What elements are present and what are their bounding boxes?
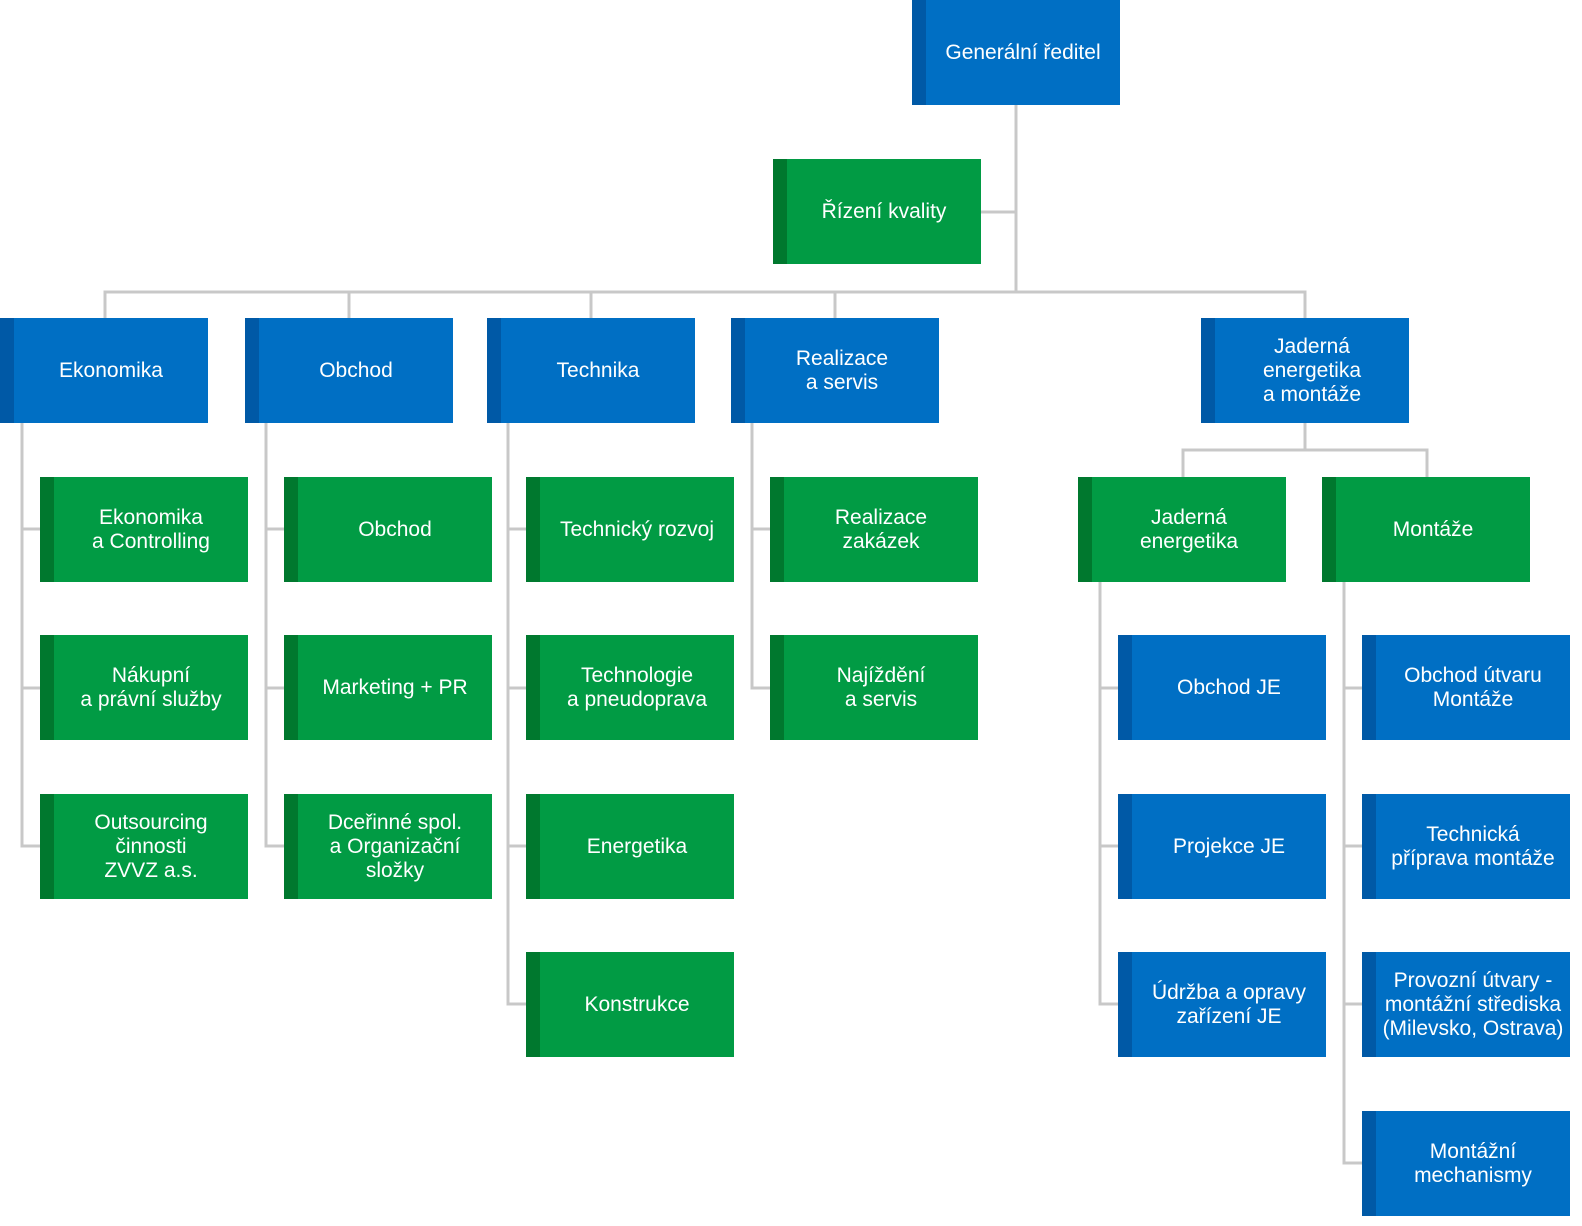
node-label: Energetika xyxy=(586,834,688,858)
node-label: Technika xyxy=(556,358,640,382)
node-quality[interactable]: Řízení kvality xyxy=(773,159,981,264)
node-division-technika[interactable]: Technika xyxy=(487,318,695,423)
node-subdivision-je[interactable]: Jaderná energetika xyxy=(1078,477,1286,582)
node-label: Technologie a pneudoprava xyxy=(566,663,708,711)
node-label: Řízení kvality xyxy=(821,199,947,223)
node-unit[interactable]: Provozní útvary - montážní střediska (Mi… xyxy=(1362,952,1570,1057)
node-unit[interactable]: Realizace zakázek xyxy=(770,477,978,582)
node-label: Ekonomika xyxy=(59,358,163,382)
node-label: Obchod JE xyxy=(1177,675,1281,699)
node-subdivision-montaze[interactable]: Montáže xyxy=(1322,477,1530,582)
node-label: Provozní útvary - montážní střediska (Mi… xyxy=(1382,968,1564,1040)
node-label: Najíždění a servis xyxy=(836,663,926,711)
node-label: Ekonomika a Controlling xyxy=(92,505,210,553)
node-unit[interactable]: Dceřinné spol. a Organizační složky xyxy=(284,794,492,899)
node-ceo[interactable]: Generální ředitel xyxy=(912,0,1120,105)
node-label: Jaderná energetika xyxy=(1139,505,1239,553)
node-label: Obchod útvaru Montáže xyxy=(1404,663,1542,711)
node-division-realizace[interactable]: Realizace a servis xyxy=(731,318,939,423)
node-unit[interactable]: Obchod útvaru Montáže xyxy=(1362,635,1570,740)
node-unit[interactable]: Konstrukce xyxy=(526,952,734,1057)
node-unit[interactable]: Projekce JE xyxy=(1118,794,1326,899)
node-unit[interactable]: Najíždění a servis xyxy=(770,635,978,740)
node-unit[interactable]: Technický rozvoj xyxy=(526,477,734,582)
node-unit[interactable]: Montážní mechanismy xyxy=(1362,1111,1570,1216)
node-unit[interactable]: Obchod xyxy=(284,477,492,582)
node-label: Projekce JE xyxy=(1172,834,1286,858)
node-label: Realizace a servis xyxy=(795,346,889,394)
node-label: Dceřinné spol. a Organizační složky xyxy=(327,810,463,882)
node-label: Realizace zakázek xyxy=(834,505,928,553)
node-label: Údržba a opravy zařízení JE xyxy=(1151,980,1307,1028)
node-unit[interactable]: Údržba a opravy zařízení JE xyxy=(1118,952,1326,1057)
node-label: Montáže xyxy=(1392,517,1474,541)
node-label: Nákupní a právní služby xyxy=(80,663,222,711)
node-label: Obchod xyxy=(319,358,393,382)
node-label: Obchod xyxy=(358,517,432,541)
node-label: Technická příprava montáže xyxy=(1391,822,1555,870)
node-division-ekonomika[interactable]: Ekonomika xyxy=(0,318,208,423)
node-label: Konstrukce xyxy=(584,992,690,1016)
node-label: Jaderná energetika a montáže xyxy=(1262,334,1362,406)
node-unit[interactable]: Outsourcing činnosti ZVVZ a.s. xyxy=(40,794,248,899)
node-unit[interactable]: Ekonomika a Controlling xyxy=(40,477,248,582)
node-label: Outsourcing činnosti ZVVZ a.s. xyxy=(94,810,208,882)
node-label: Montážní mechanismy xyxy=(1414,1139,1532,1187)
node-division-obchod[interactable]: Obchod xyxy=(245,318,453,423)
node-unit[interactable]: Obchod JE xyxy=(1118,635,1326,740)
node-unit[interactable]: Nákupní a právní služby xyxy=(40,635,248,740)
node-label: Generální ředitel xyxy=(945,40,1101,64)
node-unit[interactable]: Marketing + PR xyxy=(284,635,492,740)
node-division-jaderna[interactable]: Jaderná energetika a montáže xyxy=(1201,318,1409,423)
node-label: Marketing + PR xyxy=(322,675,468,699)
node-unit[interactable]: Energetika xyxy=(526,794,734,899)
node-unit[interactable]: Technická příprava montáže xyxy=(1362,794,1570,899)
node-label: Technický rozvoj xyxy=(559,517,715,541)
node-unit[interactable]: Technologie a pneudoprava xyxy=(526,635,734,740)
